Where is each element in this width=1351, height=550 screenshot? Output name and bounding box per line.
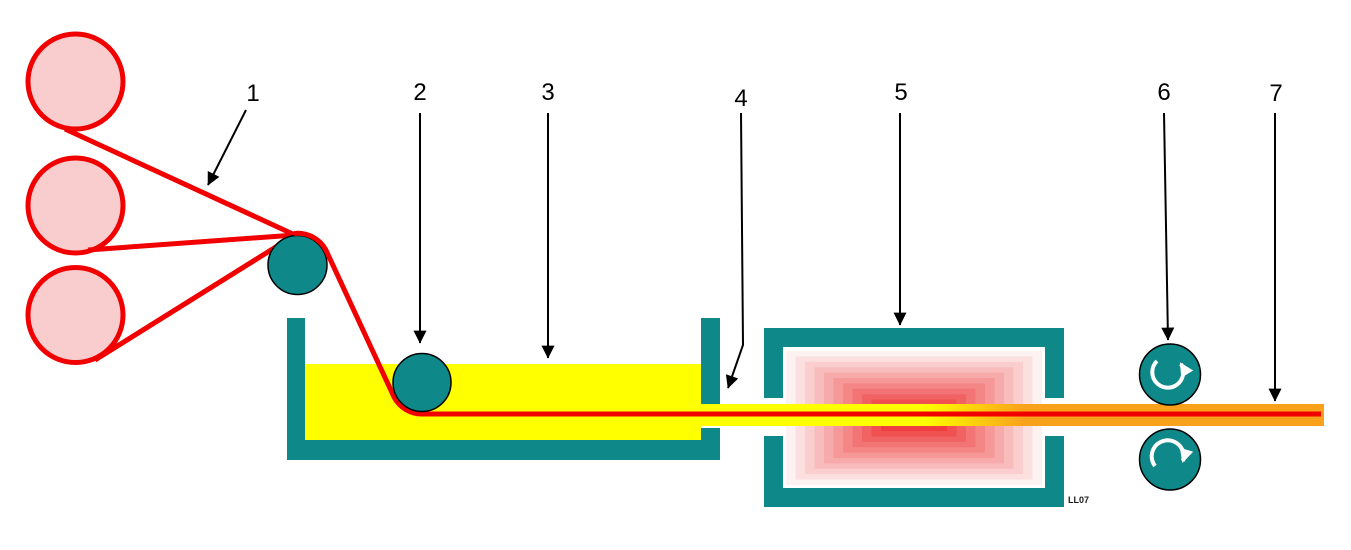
pull-roller-top xyxy=(1138,343,1202,406)
callout-1-arrow-icon xyxy=(207,109,247,186)
callout-6-label: 6 xyxy=(1157,79,1170,106)
fiber-core-path xyxy=(293,230,1321,417)
callout-arrows xyxy=(207,109,1282,402)
callout-2-label: 2 xyxy=(413,79,426,106)
pull-roller-bottom xyxy=(1138,428,1202,491)
thread-from-spool-2 xyxy=(87,232,296,253)
bath-left-wall xyxy=(287,318,305,460)
callout-4-label: 4 xyxy=(734,85,747,112)
ccw-rotation-arrow-icon xyxy=(1150,359,1194,390)
resin-liquid xyxy=(305,364,701,440)
thread-from-spool-1 xyxy=(63,126,297,238)
watermark-label: LL07 xyxy=(1068,495,1089,505)
callout-3-label: 3 xyxy=(541,79,554,106)
callout-7-label: 7 xyxy=(1269,80,1282,107)
callout-5-label: 5 xyxy=(894,79,907,106)
oven-right-wall-upper xyxy=(1045,347,1064,398)
thread-from-spool-3 xyxy=(93,232,297,363)
oven-left-wall-upper xyxy=(764,347,783,398)
fiber-spool-3 xyxy=(25,265,126,365)
fiber-spool-2 xyxy=(25,155,126,256)
pull-rollers xyxy=(1138,343,1202,491)
callout-6-arrow-icon xyxy=(1161,112,1175,341)
cw-rotation-arrow-icon xyxy=(1149,438,1194,468)
oven-bottom-wall xyxy=(764,488,1064,507)
resin-bath xyxy=(287,318,720,460)
fiber-spool-1 xyxy=(25,31,126,132)
callout-1-label: 1 xyxy=(246,80,259,107)
bath-right-wall-lower xyxy=(701,428,720,440)
guide-roller xyxy=(267,234,328,296)
oven-left-wall-lower xyxy=(764,436,783,488)
bath-bottom xyxy=(287,440,720,460)
oven-right-wall-lower xyxy=(1045,436,1064,488)
fiber-threads xyxy=(63,126,297,363)
callout-4-arrow-icon xyxy=(725,112,745,389)
bath-right-wall-upper xyxy=(701,318,720,404)
oven-top-wall xyxy=(764,328,1064,347)
fiber-spools xyxy=(25,31,126,365)
callout-labels: 1 2 3 4 5 6 7 xyxy=(246,79,1282,112)
dip-roller xyxy=(392,352,452,413)
